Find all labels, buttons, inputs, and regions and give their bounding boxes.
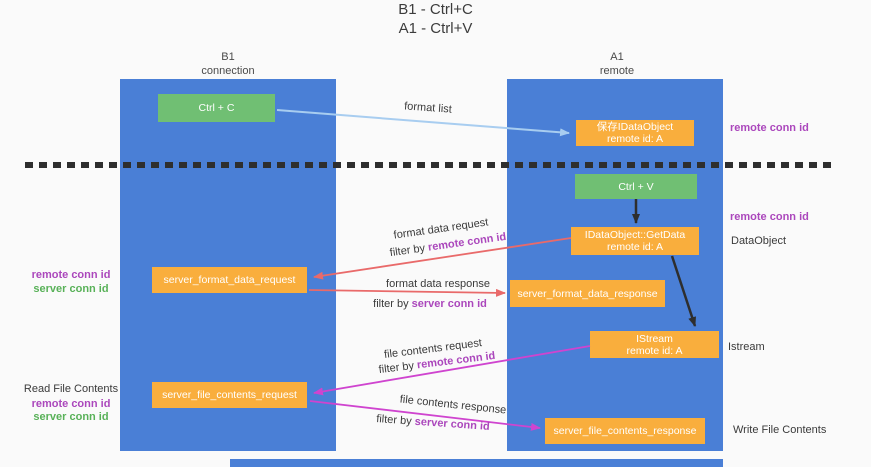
diagram-title-line1: B1 - Ctrl+C [398,1,473,18]
node-istream: IStream remote id: A [590,331,719,358]
lane-header-b1-line1: B1 [221,51,235,63]
diagram-title-line2: A1 - Ctrl+V [398,20,473,37]
node-idataobject-getdata-line2: remote id: A [606,241,664,253]
edge-label-format-data-response: format data response [386,278,490,290]
node-server-file-contents-request: server_file_contents_request [152,382,307,408]
server-conn-id-highlight: server conn id [411,298,487,310]
edge-label-format-list: format list [403,100,453,116]
lane-header-a1-line1: A1 [610,51,624,63]
node-idataobject-getdata-line1: IDataObject::GetData [584,229,686,241]
node-save-idataobject-line2: remote id: A [606,133,664,145]
node-server-format-data-request-label: server_format_data_request [163,274,296,286]
node-save-idataobject: 保存IDataObject remote id: A [576,120,694,146]
side-label-remote-conn-id-top: remote conn id [730,122,809,134]
node-ctrl-v-label: Ctrl + V [618,180,654,193]
filter-by-text: filter by [389,241,429,260]
side-label-istream: Istream [728,341,765,353]
side-label-file-remote-conn-id: remote conn id [31,398,111,410]
lane-header-b1: B1 connection [158,50,298,78]
side-label-format-remote-conn-id: remote conn id [31,269,111,281]
side-label-dataobject: DataObject [731,235,787,247]
dashed-divider [25,162,831,168]
node-ctrl-c-label: Ctrl + C [198,102,235,114]
node-idataobject-getdata: IDataObject::GetData remote id: A [571,227,699,255]
filter-by-text: filter by [373,298,412,310]
edge-label-file-contents-response: file contents response [399,393,507,417]
node-istream-line1: IStream [636,332,673,345]
side-label-remote-conn-id-mid: remote conn id [730,211,809,223]
filter-by-text: filter by [375,413,416,428]
side-label-read-file-contents: Read File Contents [23,383,119,395]
lane-header-a1: A1 remote [547,50,687,78]
node-server-format-data-request: server_format_data_request [152,267,307,293]
lane-header-a1-line2: remote [599,65,635,77]
node-ctrl-c: Ctrl + C [158,94,275,122]
node-server-format-data-response: server_format_data_response [510,280,665,307]
node-istream-line2: remote id: A [626,344,683,357]
side-label-format-server-conn-id: server conn id [33,283,109,295]
server-conn-id-highlight: server conn id [414,415,491,433]
node-server-file-contents-response: server_file_contents_response [545,418,705,444]
side-label-write-file-contents: Write File Contents [733,424,827,436]
edge-label-file-contents-response-filter: filter by server conn id [376,413,490,433]
lane-header-b1-line2: connection [201,65,255,77]
filter-by-text: filter by [378,359,418,377]
node-server-file-contents-response-label: server_file_contents_response [553,425,697,437]
arrow-format-data-response [308,288,506,297]
node-server-file-contents-request-label: server_file_contents_request [162,389,297,401]
node-server-format-data-response-label: server_format_data_response [517,287,658,300]
side-label-file-server-conn-id: server conn id [33,411,109,423]
node-ctrl-v: Ctrl + V [575,174,697,199]
bottom-lane-strip [230,459,723,467]
diagram-title: B1 - Ctrl+C A1 - Ctrl+V [0,0,871,38]
edge-label-format-data-response-filter: filter by server conn id [373,298,487,310]
node-save-idataobject-line1: 保存IDataObject [596,121,674,133]
